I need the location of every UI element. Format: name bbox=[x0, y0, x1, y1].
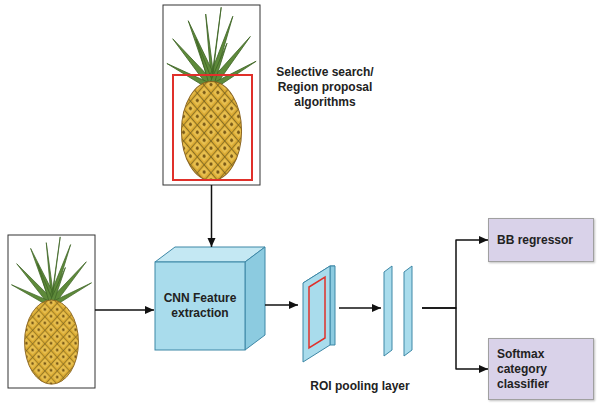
node-label: Selective search/ Region proposal algori… bbox=[275, 65, 375, 110]
box-label: Softmax category classifier bbox=[497, 347, 585, 392]
arrow-connector bbox=[422, 240, 488, 308]
cnn-node: CNN Feature extraction bbox=[155, 247, 265, 350]
roi-node: ROI pooling layer bbox=[298, 262, 422, 394]
fc-layers bbox=[384, 266, 412, 356]
proposal-image bbox=[163, 5, 260, 185]
arrow-connector bbox=[265, 304, 298, 306]
arrow-connector bbox=[422, 308, 488, 369]
roi-feature-map bbox=[303, 266, 335, 362]
box-label: BB regressor bbox=[497, 233, 573, 248]
arrow-connector bbox=[211, 185, 213, 247]
proposal-node: Selective search/ Region proposal algori… bbox=[163, 5, 375, 185]
node-label: CNN Feature extraction bbox=[157, 291, 243, 321]
process-box: BB regressor bbox=[488, 218, 594, 262]
input-image bbox=[8, 235, 95, 388]
input-arrow bbox=[95, 309, 154, 311]
process-box: Softmax category classifier bbox=[488, 338, 594, 400]
cnn-cube bbox=[155, 247, 265, 350]
fc-arrow bbox=[339, 307, 381, 309]
node-label: ROI pooling layer bbox=[298, 379, 422, 394]
